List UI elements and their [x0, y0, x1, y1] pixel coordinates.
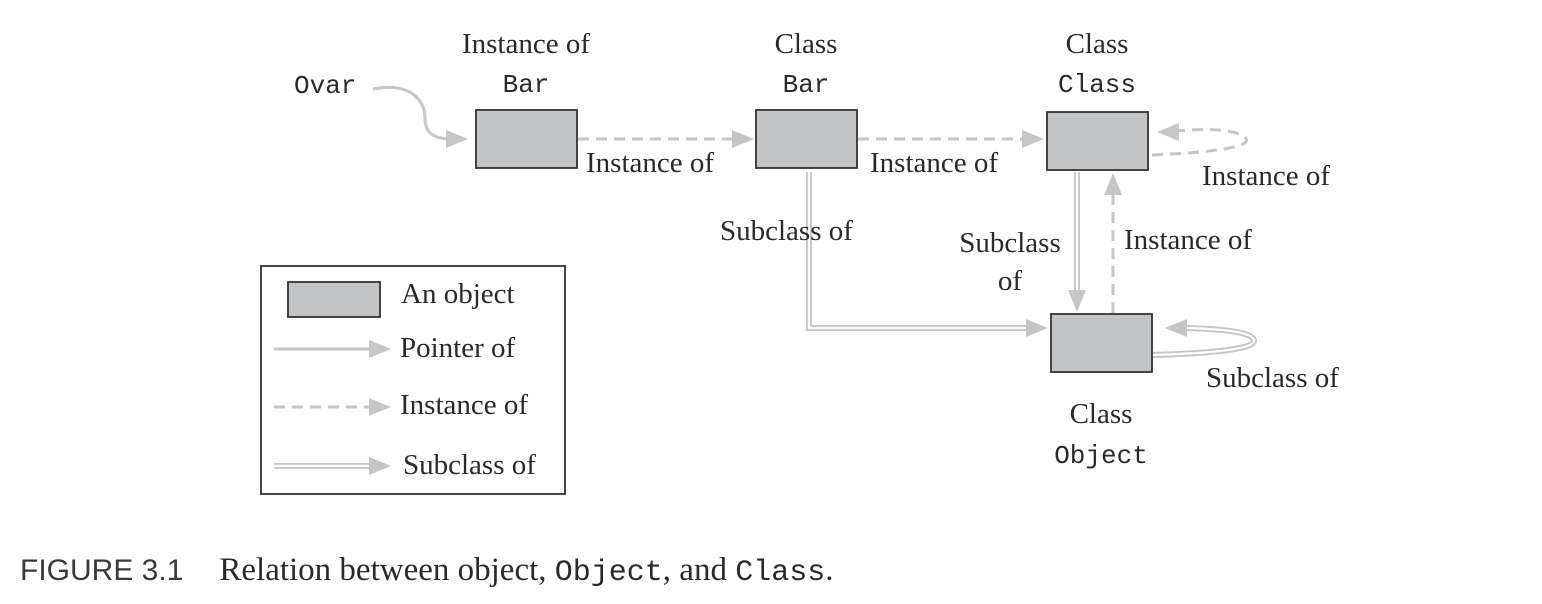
- bar-instance-object-box: [475, 109, 578, 169]
- class-object-label-line2: Object: [1054, 441, 1148, 471]
- class-bar-to-object-subclass-arrowhead: [1026, 319, 1048, 337]
- class-relation-diagram: Instance of Bar Class Bar Class Class Cl…: [260, 28, 1339, 495]
- class-class-subclass-edge-label-line1: Subclass: [959, 227, 1061, 259]
- ovar-variable-label: Ovar: [294, 71, 356, 101]
- class-bar-label-line1: Class: [775, 28, 838, 60]
- class-bar-label-line2: Bar: [783, 70, 830, 100]
- caption-text-part2: , and: [662, 552, 736, 588]
- ovar-pointer-arrow: [372, 86, 453, 141]
- instance-bar-to-class-bar-arrowhead: [732, 130, 754, 148]
- class-class-label-line2: Class: [1058, 70, 1136, 100]
- object-to-class-instance-arrowhead: [1104, 173, 1122, 195]
- object-instance-edge-label: Instance of: [1124, 224, 1252, 256]
- ovar-pointer-arrowhead: [446, 130, 468, 148]
- object-self-subclass-loop-inner: [1152, 326, 1256, 357]
- object-self-subclass-edge-label: Subclass of: [1206, 362, 1339, 394]
- class-bar-to-object-subclass-line-inner: [807, 172, 1030, 330]
- legend-object-swatch: [287, 281, 381, 318]
- legend-pointer-arrowhead: [369, 340, 391, 358]
- class-object-object-box: [1050, 313, 1153, 373]
- class-class-object-box: [1046, 111, 1149, 171]
- class-class-self-edge-label: Instance of: [1202, 160, 1330, 192]
- legend-instance-arrowhead: [369, 398, 391, 416]
- caption-text-part3: .: [825, 552, 834, 588]
- class-bar-to-class-class-arrowhead: [1022, 130, 1044, 148]
- bar-instance-label-line1: Instance of: [462, 28, 590, 60]
- figure-caption: FIGURE 3.1 Relation between object, Objec…: [20, 552, 833, 590]
- legend-subclass-arrowhead: [369, 457, 391, 475]
- object-self-subclass-arrowhead: [1165, 319, 1187, 337]
- legend-pointer-label: Pointer of: [400, 332, 516, 364]
- class-bar-subclass-edge-label: Subclass of: [720, 215, 853, 247]
- class-bar-edge-label: Instance of: [870, 147, 998, 179]
- class-class-self-instance-arrowhead: [1157, 123, 1179, 141]
- legend: An object Pointer of Instance of Subclas…: [260, 265, 566, 495]
- bar-instance-label-line2: Bar: [503, 70, 550, 100]
- legend-instance-label: Instance of: [400, 389, 528, 421]
- legend-subclass-label: Subclass of: [403, 449, 536, 481]
- figure-number: FIGURE 3.1: [20, 554, 184, 587]
- caption-code-object: Object: [554, 556, 663, 590]
- instance-bar-edge-label: Instance of: [586, 147, 714, 179]
- class-object-label-line1: Class: [1070, 398, 1133, 430]
- legend-frame: [260, 265, 566, 495]
- class-class-to-object-subclass-arrowhead: [1068, 290, 1086, 312]
- class-class-subclass-edge-label-line2: of: [998, 265, 1023, 297]
- class-class-self-instance-loop: [1151, 128, 1249, 157]
- class-bar-object-box: [755, 109, 858, 169]
- caption-code-class: Class: [735, 556, 826, 590]
- caption-text-part1: Relation between object,: [219, 552, 555, 588]
- legend-object-label: An object: [401, 278, 515, 310]
- class-class-label-line1: Class: [1066, 28, 1129, 60]
